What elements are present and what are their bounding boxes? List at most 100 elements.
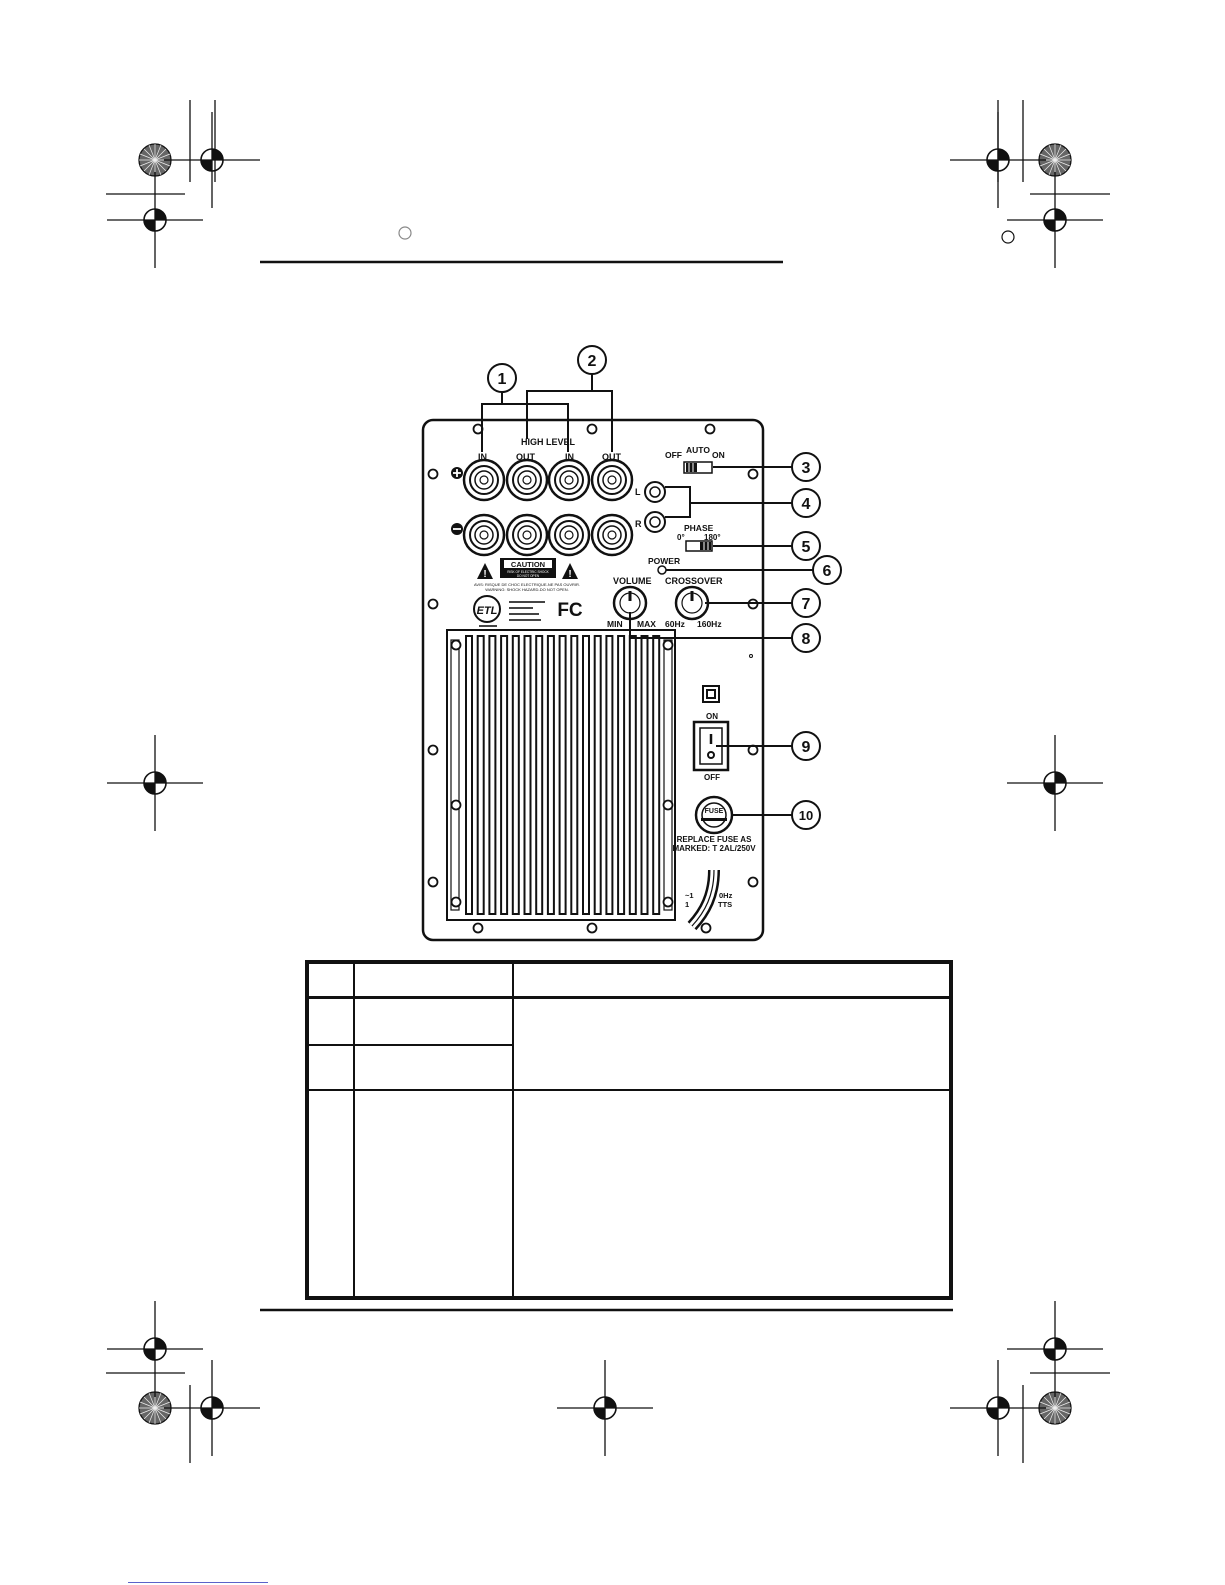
callout-2: 2 [577, 345, 607, 375]
binding-post-out-left-minus[interactable] [505, 513, 549, 557]
switch-auto-label: AUTO [686, 445, 710, 455]
svg-text:5: 5 [802, 539, 811, 556]
rca-jack-left[interactable] [644, 481, 666, 503]
out-label-1: OUT [516, 452, 536, 462]
crossover-knob[interactable] [674, 585, 710, 621]
svg-text:8: 8 [802, 631, 811, 648]
binding-post-out-right-plus[interactable] [590, 458, 634, 502]
volume-max-label: MAX [637, 619, 656, 629]
reference-table [305, 960, 953, 1300]
registration-mark [556, 1359, 654, 1457]
callout-9: 9 [791, 731, 821, 761]
heatsink-fin [570, 635, 579, 915]
heatsink-fin [500, 635, 509, 915]
callout-numbers: 1 2 3 4 5 6 7 8 9 10 [487, 345, 842, 830]
callout-10: 10 [791, 800, 821, 830]
callout-6: 6 [812, 555, 842, 585]
caution-sub-1: RISK OF ELECTRIC SHOCK [507, 570, 549, 574]
svg-text:2: 2 [588, 353, 597, 370]
crossover-label: CROSSOVER [665, 576, 723, 586]
out-label-2: OUT [602, 452, 622, 462]
caution-title: CAUTION [511, 560, 545, 569]
registration-mark [1006, 1300, 1104, 1398]
heatsink-fin [605, 635, 614, 915]
power-led-indicator [657, 565, 667, 575]
crossover-160hz-label: 160Hz [697, 619, 722, 629]
svg-text:1: 1 [498, 371, 507, 388]
callout-8: 8 [791, 623, 821, 653]
panel-dot [749, 654, 753, 658]
heatsink-fin [652, 635, 661, 915]
fcc-logo: FC [557, 600, 583, 621]
plus-sign-icon [451, 467, 463, 479]
binding-post-in-right-minus[interactable] [547, 513, 591, 557]
auto-power-switch[interactable] [683, 461, 713, 474]
registration-mark [949, 1359, 1047, 1457]
heatsink-fin [476, 635, 485, 915]
svg-text:4: 4 [802, 496, 811, 513]
binding-post-in-right-plus[interactable] [547, 458, 591, 502]
table-col-divider-2 [512, 964, 514, 1296]
power-cord: ~1 0Hz 1 TTS [685, 869, 733, 931]
double-insulation-icon [702, 685, 720, 703]
svg-text:!: ! [483, 569, 486, 580]
heatsink-fin [617, 635, 626, 915]
registration-mark [1006, 171, 1104, 269]
callout-4: 4 [791, 488, 821, 518]
power-rocker-switch[interactable] [692, 720, 730, 772]
callout-7: 7 [791, 588, 821, 618]
heatsink-fin [488, 635, 497, 915]
volume-label: VOLUME [613, 576, 652, 586]
svg-text:10: 10 [799, 808, 813, 823]
svg-text:!: ! [568, 569, 571, 580]
fuse-label-line-2: MARKED: T 2AL/250V [672, 844, 756, 853]
fuse-text: FUSE [705, 808, 724, 815]
power-rating-1b: 0Hz [719, 891, 733, 900]
small-ring-mark [1001, 230, 1015, 244]
registration-mark [1006, 734, 1104, 832]
rca-jack-right[interactable] [644, 511, 666, 533]
minus-sign-icon [451, 523, 463, 535]
table-col-divider-1 [353, 964, 355, 1296]
fuse-holder[interactable]: FUSE [694, 795, 734, 835]
table-row-rule-1 [309, 1044, 514, 1046]
heatsink-fin [465, 635, 473, 915]
small-ring-mark [398, 226, 412, 240]
callout-1: 1 [487, 363, 517, 393]
heatsink-fin [628, 635, 637, 915]
phase-0-label: 0° [677, 533, 685, 542]
rocker-off-label: OFF [704, 773, 720, 782]
heatsink-fin [523, 635, 532, 915]
svg-text:7: 7 [802, 596, 811, 613]
binding-post-out-left-plus[interactable] [505, 458, 549, 502]
in-label-1: IN [478, 452, 487, 462]
switch-on-label: ON [712, 450, 725, 460]
callout-5: 5 [791, 531, 821, 561]
registration-mark [106, 171, 204, 269]
power-rating-2: 1 [685, 900, 689, 909]
caution-sub-2: DO NOT OPEN [517, 574, 540, 578]
svg-text:6: 6 [823, 563, 832, 580]
phase-label: PHASE [684, 523, 714, 533]
rocker-on-label: ON [706, 712, 718, 721]
high-level-label: HIGH LEVEL [521, 437, 576, 447]
power-rating-1: ~1 [685, 891, 694, 900]
heatsink-fin [546, 635, 555, 915]
rca-left-label: L [635, 487, 641, 497]
binding-post-in-left-plus[interactable] [462, 458, 506, 502]
caution-french-2: WARNING: SHOCK HAZARD-DO NOT OPEN. [485, 587, 569, 592]
phase-180-label: 180° [704, 533, 721, 542]
binding-post-in-left-minus[interactable] [462, 513, 506, 557]
fuse-label-line-1: REPLACE FUSE AS [677, 835, 752, 844]
heatsink-fin [558, 635, 567, 915]
heatsink-fin [593, 635, 602, 915]
heatsink-fin [535, 635, 544, 915]
phase-switch[interactable] [685, 540, 713, 552]
binding-post-out-right-minus[interactable] [590, 513, 634, 557]
in-label-2: IN [565, 452, 574, 462]
power-rating-2b: TTS [718, 900, 732, 909]
etl-logo: ETL [473, 595, 545, 627]
rca-right-label: R [635, 519, 642, 529]
caution-french-1: AVIS: RISQUE DE CHOC ELECTRIQUE-NE PAS O… [474, 582, 580, 587]
power-led-label: POWER [648, 556, 680, 566]
